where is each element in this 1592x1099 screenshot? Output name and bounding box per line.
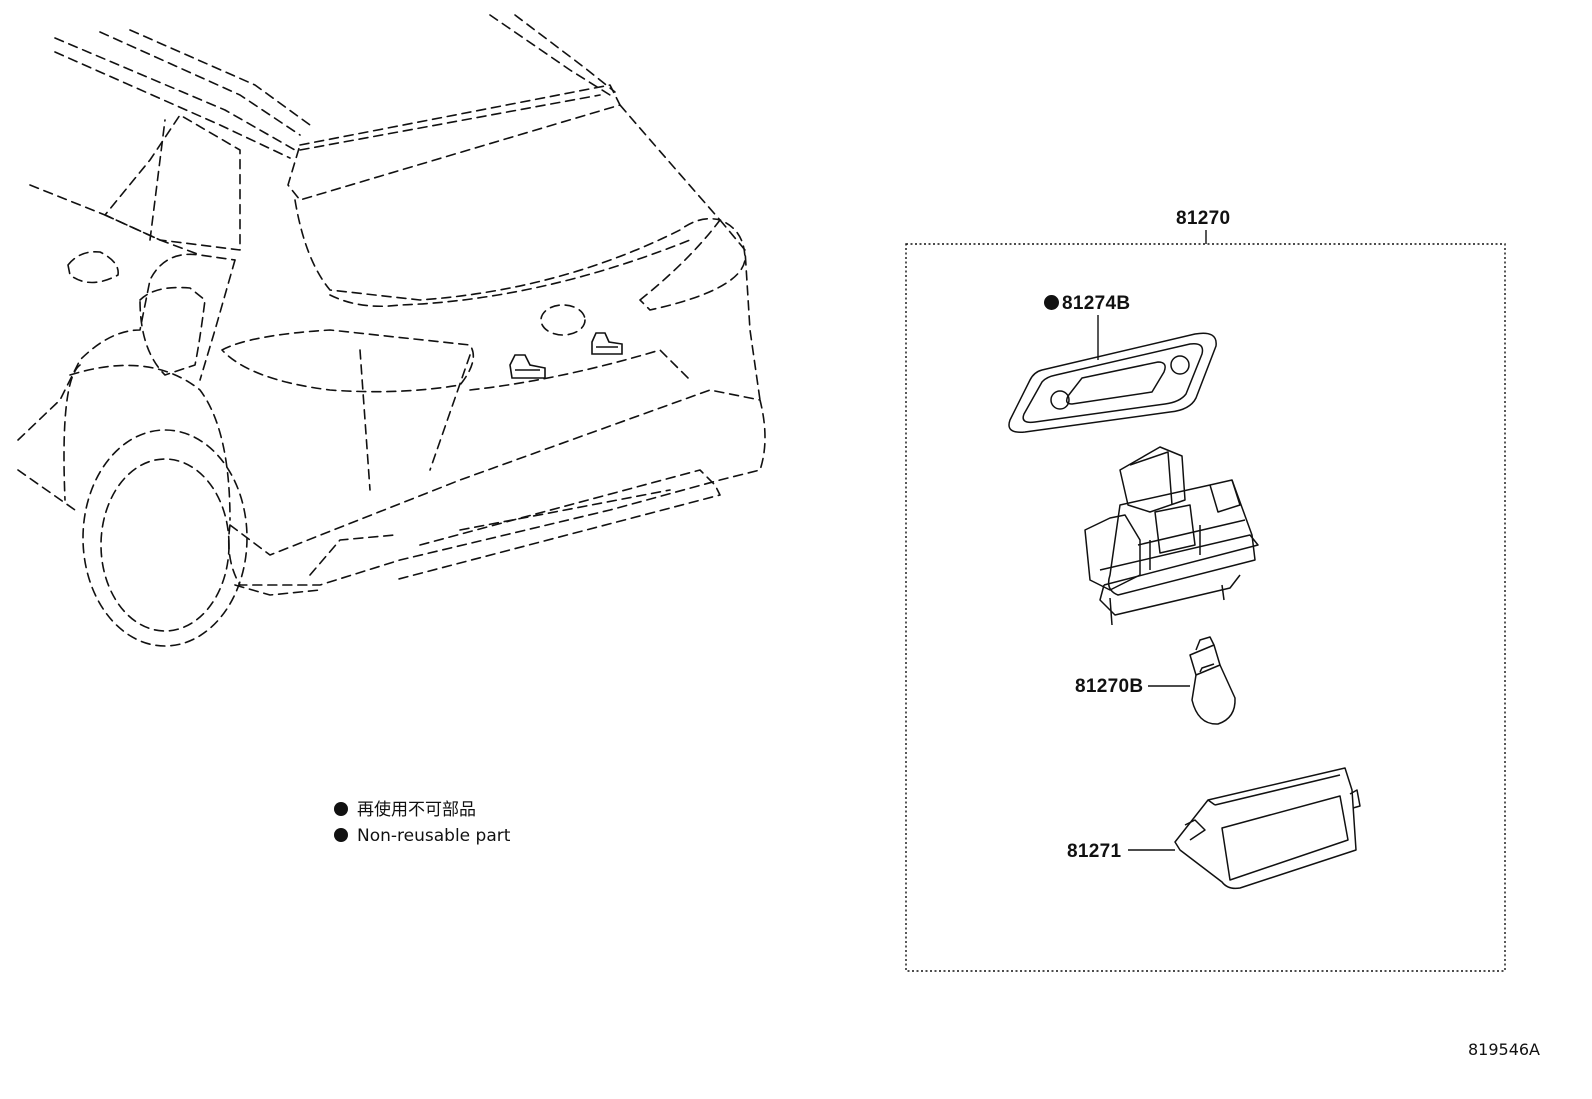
part-label-81274b: 81274B: [1044, 294, 1130, 313]
vehicle-rear-illustration: [17, 14, 766, 647]
gasket-81274b-illustration: [1008, 332, 1217, 433]
non-reusable-dot-icon: [1044, 295, 1059, 310]
assembly-box: [905, 243, 1506, 972]
legend-dot-icon: [334, 802, 348, 816]
lens-81271-illustration: [1174, 767, 1361, 890]
legend-dot-icon: [334, 828, 348, 842]
vehicle-license-lamps: [509, 332, 623, 379]
legend-item-english: Non-reusable part: [334, 828, 510, 845]
legend-text: Non-reusable part: [357, 826, 511, 846]
assembly-part-number: 81270: [1176, 208, 1231, 229]
bulb-81270b-illustration: [1189, 636, 1236, 725]
part-label-81271: 81271: [1067, 841, 1122, 862]
part-label-81270b: 81270B: [1075, 676, 1144, 697]
lamp-housing-illustration: [1084, 446, 1259, 626]
legend-text: 再使用不可部品: [357, 800, 476, 820]
figure-code: 819546A: [1467, 1040, 1540, 1059]
part-number: 81274B: [1062, 293, 1131, 314]
legend-item-japanese: 再使用不可部品: [334, 802, 476, 819]
